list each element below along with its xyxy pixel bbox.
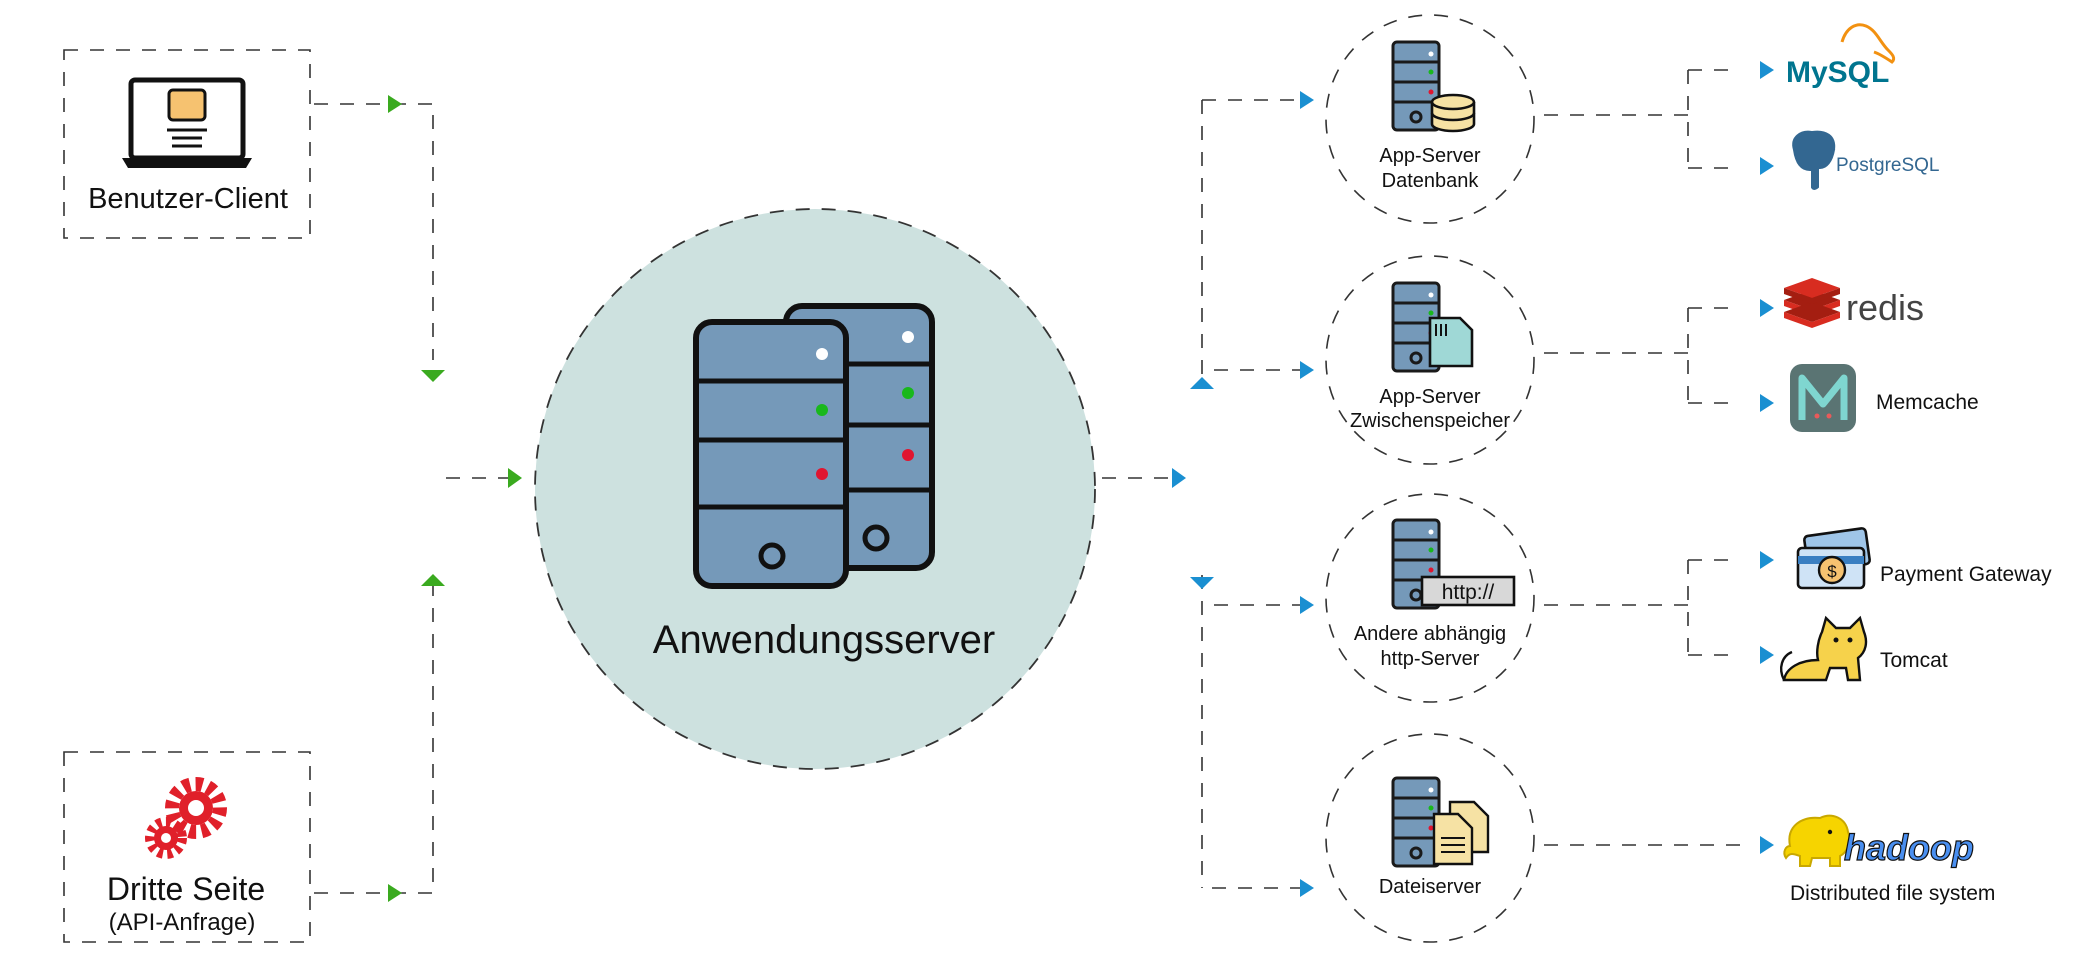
file-server-icon [1391,776,1490,868]
payment-gateway-logo: $ Payment Gateway [1796,527,2052,590]
server-rack-icon [693,303,935,589]
hadoop-label: hadoop [1844,827,1974,868]
arrow-down-icon [421,370,445,382]
arrow-right-icon [388,95,402,113]
third-party-node: Dritte Seite (API-Anfrage) [63,751,311,943]
tomcat-cat-icon [1780,615,1868,682]
service-line2: Zwischenspeicher [1350,410,1510,432]
third-party-sublabel: (API-Anfrage) [109,909,256,936]
postgresql-logo: PostgreSQL [1790,128,1940,192]
arrow-right-icon [1760,551,1774,569]
arrow-right-icon [1300,361,1314,379]
arrow-right-icon [1300,91,1314,109]
service-line1: Andere abhängig [1354,623,1506,645]
redis-label: redis [1846,287,1924,328]
arrow-right-icon [388,884,402,902]
blue-arrows [1172,61,1774,897]
arrow-up-icon [421,574,445,586]
tomcat-label: Tomcat [1880,649,1948,672]
service-http-server: http:// Andere abhängig http-Server [1325,493,1535,703]
arrow-right-icon [1760,646,1774,664]
gears-icon [145,777,227,859]
laptop-icon [122,77,252,168]
elephant-icon [1790,128,1838,192]
arrow-right-icon [1760,157,1774,175]
service-line2: Datenbank [1382,170,1480,192]
service-line2: http-Server [1381,648,1480,670]
arrow-right-icon [1760,836,1774,854]
service-line1: App-Server [1379,145,1480,167]
arrow-right-icon [1760,394,1774,412]
redis-cube-icon [1784,278,1840,328]
tomcat-logo: Tomcat [1780,615,1948,682]
mysql-label: MySQL [1786,56,1889,89]
service-line1: App-Server [1379,386,1480,408]
http-server-icon: http:// [1391,518,1516,610]
cache-server-icon [1391,281,1474,373]
postgresql-label: PostgreSQL [1836,155,1940,176]
redis-logo: redis [1784,278,1924,328]
database-server-icon [1391,40,1476,133]
arrow-right-icon [1760,299,1774,317]
arrow-right-icon [1300,596,1314,614]
memcache-label: Memcache [1876,391,1979,414]
arrow-right-icon [1760,61,1774,79]
service-cache-server: App-Server Zwischenspeicher [1325,255,1535,465]
arrow-down-icon [1190,577,1214,589]
arrow-up-icon [1190,377,1214,389]
hub-label: Anwendungsserver [653,618,995,662]
service-file-server: Dateiserver [1325,733,1535,943]
client-node: Benutzer-Client [63,49,311,239]
green-arrows [388,95,522,902]
svg-text:$: $ [1827,562,1837,581]
arrow-right-icon [508,468,522,488]
connector-lines [314,69,1752,894]
arrow-right-icon [1172,468,1186,488]
credit-card-icon: $ [1796,527,1871,590]
mysql-logo: MySQL [1786,23,1896,89]
hadoop-logo: hadoop Distributed file system [1783,814,1995,905]
arrow-right-icon [1300,879,1314,897]
http-badge: http:// [1442,581,1495,604]
application-server-hub: Anwendungsserver [534,208,1096,770]
hadoop-caption: Distributed file system [1790,882,1995,905]
service-line1: Dateiserver [1379,876,1482,898]
dolphin-icon [1840,23,1896,64]
service-database-server: App-Server Datenbank [1325,14,1535,224]
memcache-logo: Memcache [1790,364,1979,432]
third-party-label: Dritte Seite [107,871,265,907]
client-label: Benutzer-Client [88,183,288,215]
hadoop-elephant-icon [1783,814,1851,867]
payment-gateway-label: Payment Gateway [1880,563,2052,586]
